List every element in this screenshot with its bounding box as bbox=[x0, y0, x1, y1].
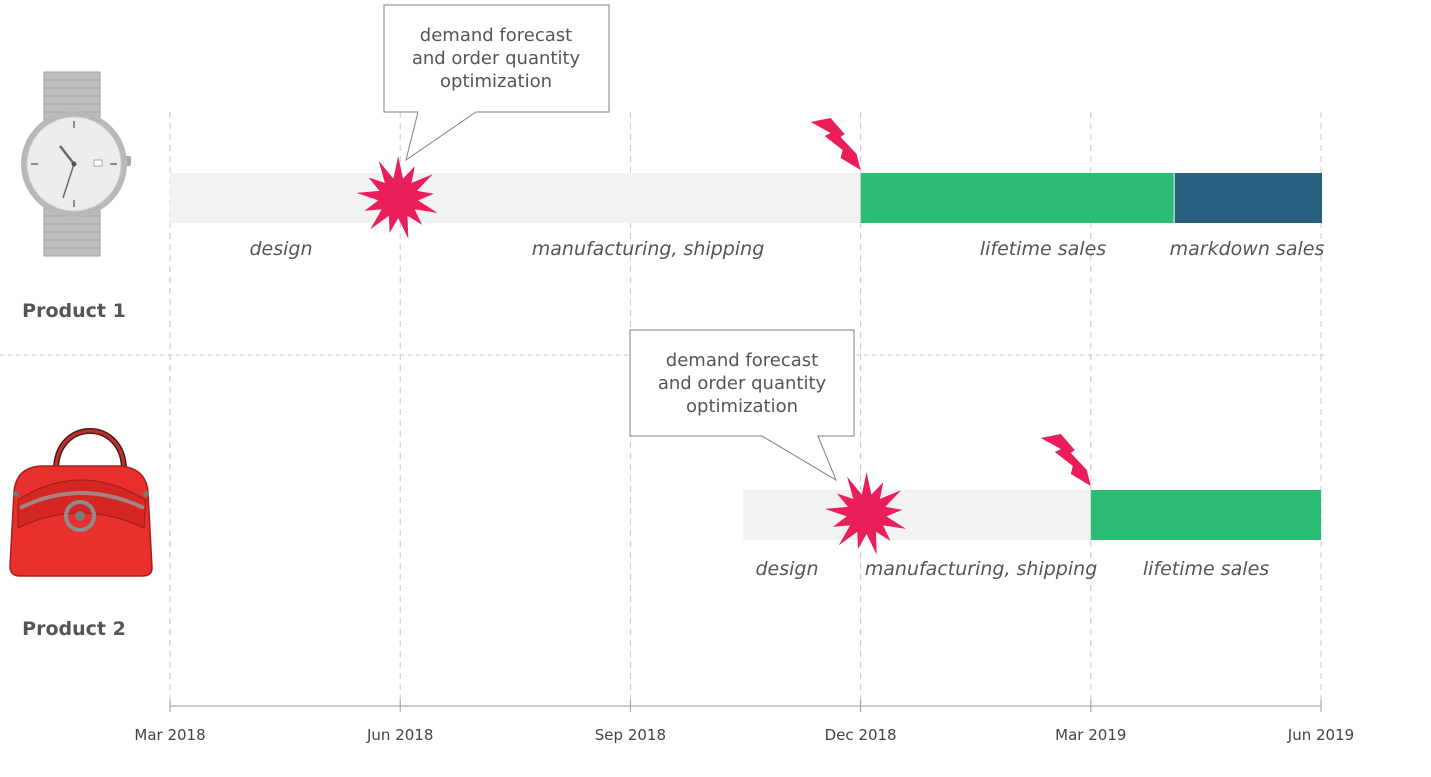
product-1-row: Product 1 demand forecast and order quan… bbox=[21, 4, 1325, 322]
callout-line-3: optimization bbox=[686, 396, 798, 417]
wristwatch-icon bbox=[21, 71, 131, 257]
lightning-icon bbox=[1040, 434, 1091, 486]
product-1-markdown-bar bbox=[1174, 173, 1322, 223]
tick-label: Jun 2018 bbox=[366, 726, 433, 744]
tick-label: Dec 2018 bbox=[825, 726, 897, 744]
product-2-row: Product 2 demand forecast and order quan… bbox=[9, 329, 1321, 640]
product-2-sales-bar bbox=[1090, 490, 1321, 540]
product-1-label: Product 1 bbox=[22, 300, 126, 322]
product-1-manufacturing-label: manufacturing, shipping bbox=[532, 238, 765, 260]
product-2-label: Product 2 bbox=[22, 618, 126, 640]
product-1-design-bar bbox=[170, 173, 861, 223]
callout-line-1: demand forecast bbox=[420, 25, 572, 46]
tick-label: Mar 2018 bbox=[134, 726, 205, 744]
product-1-sales-bar bbox=[860, 173, 1174, 223]
product-2-sales-label: lifetime sales bbox=[1143, 558, 1269, 580]
callout-line-1: demand forecast bbox=[666, 350, 818, 371]
product-1-sales-label: lifetime sales bbox=[980, 238, 1106, 260]
callout-line-3: optimization bbox=[440, 71, 552, 92]
product-2-callout: demand forecast and order quantity optim… bbox=[629, 329, 855, 482]
starburst-icon bbox=[356, 156, 438, 239]
tick-label: Jun 2019 bbox=[1287, 726, 1354, 744]
lightning-icon bbox=[810, 118, 861, 170]
tick-label: Mar 2019 bbox=[1055, 726, 1126, 744]
callout-line-2: and order quantity bbox=[412, 48, 581, 69]
product-2-design-label: design bbox=[755, 558, 818, 580]
x-axis-ticks: Mar 2018 Jun 2018 Sep 2018 Dec 2018 Mar 2019… bbox=[134, 700, 1354, 744]
starburst-icon bbox=[824, 472, 906, 555]
callout-line-2: and order quantity bbox=[658, 373, 827, 394]
product-2-design-bar bbox=[743, 490, 1091, 540]
product-1-markdown-label: markdown sales bbox=[1170, 238, 1325, 260]
handbag-icon bbox=[9, 428, 153, 577]
product-2-manufacturing-label: manufacturing, shipping bbox=[865, 558, 1098, 580]
product-1-design-label: design bbox=[249, 238, 312, 260]
tick-label: Sep 2018 bbox=[595, 726, 666, 744]
product-1-callout: demand forecast and order quantity optim… bbox=[383, 4, 610, 162]
